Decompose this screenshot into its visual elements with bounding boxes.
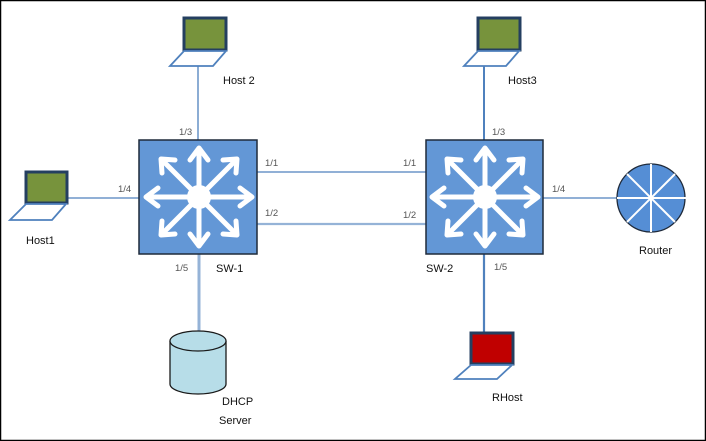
port-label-sw2-1-2: 1/2 xyxy=(403,210,416,221)
laptop-keyboard-icon xyxy=(167,50,228,67)
port-label-sw1-1-1: 1/1 xyxy=(265,158,278,169)
port-label-sw2-1-3: 1/3 xyxy=(492,127,505,138)
laptop-keyboard-icon xyxy=(7,203,68,221)
laptop-host3[interactable] xyxy=(461,16,522,67)
rhost-label: RHost xyxy=(492,392,523,404)
port-label-sw2-1-4: 1/4 xyxy=(552,184,565,195)
dhcp-label-line1: DHCP xyxy=(222,396,253,408)
laptop-screen-icon xyxy=(24,170,69,205)
sw2-label: SW-2 xyxy=(426,263,453,275)
port-label-sw1-1-2: 1/2 xyxy=(265,208,278,219)
links xyxy=(67,66,617,332)
host1-label: Host1 xyxy=(26,235,55,247)
database-body-icon xyxy=(169,341,227,395)
sw1-label: SW-1 xyxy=(216,263,243,275)
port-label-sw2-1-5: 1/5 xyxy=(494,262,507,273)
router-label: Router xyxy=(639,245,672,257)
host3-label: Host3 xyxy=(508,75,537,87)
dhcp-label-line2: Server xyxy=(219,415,252,427)
host2-label: Host 2 xyxy=(223,75,255,87)
laptop-screen-icon xyxy=(476,16,522,52)
port-label-sw1-1-3: 1/3 xyxy=(179,127,192,138)
laptop-host2[interactable] xyxy=(167,16,228,67)
port-label-sw1-1-4: 1/4 xyxy=(118,184,131,195)
port-label-sw2-1-1: 1/1 xyxy=(403,158,416,169)
port-label-sw1-1-5: 1/5 xyxy=(175,263,188,274)
router-spokes-icon xyxy=(617,164,687,232)
switch-arrows-icon xyxy=(146,148,252,246)
laptop-screen-icon xyxy=(182,16,228,52)
switch-arrows-icon xyxy=(432,148,538,246)
switch-sw2[interactable] xyxy=(425,139,544,255)
database-top-icon xyxy=(169,330,227,352)
laptop-rhost[interactable] xyxy=(452,331,515,380)
laptop-keyboard-icon xyxy=(452,364,515,380)
switch-sw1[interactable] xyxy=(138,139,258,255)
laptop-keyboard-icon xyxy=(461,50,521,67)
dhcp-server-database[interactable] xyxy=(169,330,227,395)
laptop-host1[interactable] xyxy=(7,170,69,221)
router[interactable] xyxy=(616,163,687,233)
laptop-screen-icon xyxy=(469,331,515,366)
